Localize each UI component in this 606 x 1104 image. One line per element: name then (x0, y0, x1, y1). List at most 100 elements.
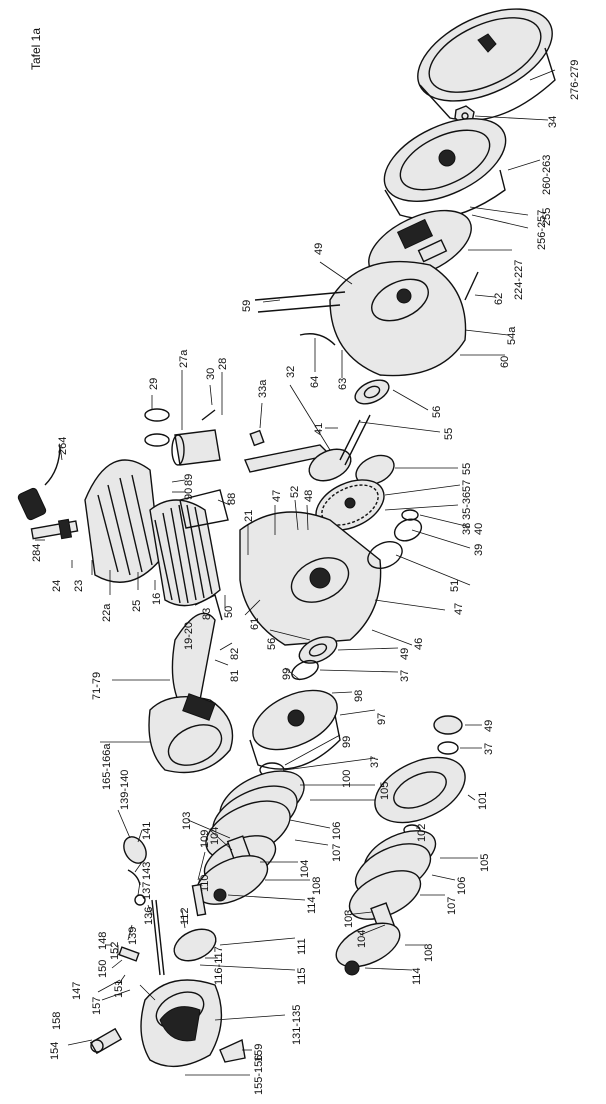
part-label: 158 (51, 1012, 63, 1030)
gasket-illustration (179, 489, 229, 529)
part-label: 224-227 (513, 260, 525, 300)
part-label: 98 (353, 690, 365, 702)
part-label: 88 (226, 493, 238, 505)
part-label: 59 (241, 300, 253, 312)
part-label: 71-79 (91, 672, 103, 700)
magneto-housing-illustration (329, 260, 467, 377)
part-label: 104 (299, 860, 311, 878)
part-label: 55 (443, 428, 455, 440)
part-label: 63 (337, 378, 349, 390)
part-label: 256-257 (536, 210, 548, 250)
part-label: 22a (101, 603, 113, 622)
part-label: 104 (209, 827, 221, 845)
part-label: 61 (249, 618, 261, 630)
part-label: 147 (71, 982, 83, 1000)
bolt-illustration (464, 271, 479, 301)
part-label: 155-156 (253, 1055, 265, 1095)
part-label: 108 (423, 944, 435, 962)
part-label: 81 (229, 670, 241, 682)
spark-plug-illustration (30, 518, 79, 540)
flywheel-illustration (383, 118, 507, 220)
part-label: 106 (331, 822, 343, 840)
part-label: 41 (313, 423, 325, 435)
clutch-set-two-illustration (335, 715, 466, 976)
clutch-drum-illustration (249, 689, 341, 770)
part-label: 111 (296, 938, 308, 955)
part-label: 143 (141, 862, 153, 880)
part-label: 57 (461, 480, 473, 492)
part-label: 89 (183, 474, 195, 486)
part-label: 150 (97, 960, 109, 978)
part-label: 38 (461, 523, 473, 535)
part-label: 104 (356, 930, 368, 948)
cylinder-illustration (149, 499, 221, 607)
part-label: 106 (456, 877, 468, 895)
part-label: 131-135 (291, 1005, 303, 1045)
part-label: 115 (296, 967, 308, 985)
part-label: 54a (506, 326, 518, 345)
part-label: 103 (343, 910, 355, 928)
part-label: 109 (199, 830, 211, 848)
part-label: 148 (97, 932, 109, 950)
part-label: 99 (281, 668, 293, 680)
part-label: 152 (109, 942, 121, 960)
part-label: 260-263 (541, 155, 553, 195)
plate-title: Tafel 1a (29, 28, 43, 70)
part-label: 114 (411, 967, 423, 985)
part-label: 27a (178, 349, 190, 368)
part-label: 101 (477, 792, 489, 810)
cylinder-head-illustration (84, 459, 161, 583)
part-label: 34 (547, 116, 559, 128)
part-label: 48 (303, 490, 315, 502)
part-label: 139-140 (119, 770, 131, 810)
part-label: 276-279 (569, 60, 581, 100)
part-label: 55 (461, 463, 473, 475)
part-label: 56 (266, 638, 278, 650)
part-label: 46 (413, 638, 425, 650)
lever-parts-illustration (118, 836, 217, 976)
part-label: 24 (51, 580, 63, 592)
part-label: 107 (331, 844, 343, 862)
part-label: 49 (313, 243, 325, 255)
part-label: 102 (416, 824, 428, 842)
part-label: 108 (311, 877, 323, 895)
part-label: 62 (493, 293, 505, 305)
part-label: 157 (91, 997, 103, 1015)
part-label: 49 (399, 648, 411, 660)
part-label: 159 (253, 1044, 265, 1062)
cable-illustration (254, 291, 346, 346)
part-label: 284 (31, 544, 43, 562)
bearing-illustration (354, 379, 390, 405)
part-label: 28 (217, 358, 229, 370)
gear-illustration (315, 479, 385, 531)
cap-illustration (219, 1038, 246, 1063)
part-label: 141 (141, 822, 153, 840)
leader-lines (35, 69, 556, 1076)
part-label: 107 (446, 897, 458, 915)
intake-elbow-illustration (171, 593, 223, 706)
part-label: 151 (113, 980, 125, 998)
part-label: 21 (243, 510, 255, 522)
part-label: 32 (285, 366, 297, 378)
part-label: 103 (181, 812, 193, 830)
part-label: 37 (483, 743, 495, 755)
part-label: 25 (131, 600, 143, 612)
part-label: 105 (379, 782, 391, 800)
plug-cap-illustration (17, 444, 61, 521)
part-label: 137 (141, 882, 153, 900)
part-label: 64 (309, 376, 321, 388)
part-label: 100 (341, 770, 353, 788)
part-label: 19-20 (183, 622, 195, 650)
part-label: 154 (49, 1042, 61, 1060)
part-label: 52 (289, 486, 301, 498)
part-label: 105 (479, 854, 491, 872)
part-label: 16 (151, 593, 163, 605)
part-label: 116-117 (213, 946, 225, 985)
part-label: 47 (453, 603, 465, 615)
part-label: 165-166a (101, 743, 113, 790)
carburettor-illustration (148, 693, 234, 774)
crankshaft-illustration (244, 414, 395, 486)
part-label: 110 (199, 874, 211, 892)
